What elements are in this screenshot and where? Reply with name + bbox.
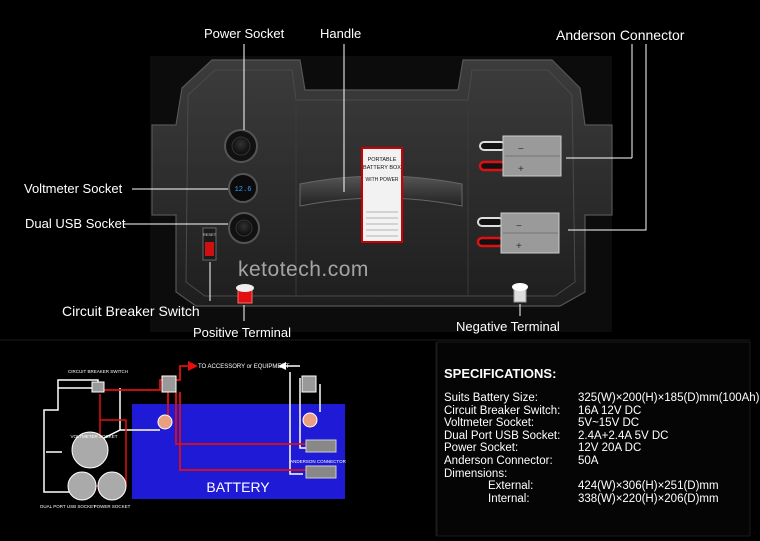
voltmeter-display: 12.6 <box>235 186 252 194</box>
callout-power-socket: Power Socket <box>204 26 285 41</box>
callout-voltmeter-socket: Voltmeter Socket <box>24 181 123 196</box>
spec-row: Suits Battery Size: 325(W)×200(H)×185(D)m… <box>444 392 760 404</box>
power-socket <box>224 129 258 163</box>
diagram-battery-label: BATTERY <box>206 479 270 495</box>
spec-value: 325(W)×200(H)×185(D)mm(100Ah) <box>578 392 760 404</box>
diagram-power-label: POWER SOCKET <box>94 504 131 509</box>
box-label-line2: BATTERY BOX <box>363 165 401 171</box>
diagram-power-socket <box>97 471 127 501</box>
spec-row: Dimensions: <box>444 468 578 480</box>
diagram-breaker <box>91 381 105 393</box>
svg-text:+: + <box>516 241 522 252</box>
specs-panel <box>436 341 751 537</box>
diagram-usb <box>67 471 97 501</box>
spec-value: 5V~15V DC <box>578 417 640 430</box>
diagram-accessory-label: TO ACCESSORY or EQUIPMENT <box>198 364 290 370</box>
spec-label: Voltmeter Socket: <box>444 417 535 430</box>
spec-row: Circuit Breaker Switch: 16A 12V DC <box>444 405 641 417</box>
callout-handle: Handle <box>320 26 362 41</box>
spec-label: Power Socket: <box>444 442 519 455</box>
spec-label: Dimensions: <box>444 467 508 480</box>
diagram-anderson-label: ANDERSON CONNECTOR <box>290 459 346 464</box>
negative-terminal <box>512 283 528 303</box>
diagram-usb-label: DUAL PORT USB SOCKET <box>40 504 96 509</box>
positive-terminal <box>236 284 254 304</box>
diagram-anderson-2 <box>305 465 337 479</box>
spec-value: 2.4A+2.4A 5V DC <box>578 429 669 442</box>
watermark: ketotech.com <box>238 258 369 281</box>
spec-row: Dual Port USB Socket: 2.4A+2.4A 5V DC <box>444 430 668 442</box>
spec-value: 50A <box>578 455 599 467</box>
diagram-breaker-label: CIRCUIT BREAKER SWITCH <box>68 369 128 374</box>
box-label-line3: WITH POWER <box>365 177 398 183</box>
spec-label: External: <box>488 480 534 493</box>
svg-text:−: − <box>516 221 522 232</box>
spec-label: Dual Port USB Socket: <box>444 429 561 442</box>
spec-label: Internal: <box>488 492 530 505</box>
box-label-sticker: PORTABLE BATTERY BOX WITH POWER <box>361 147 403 243</box>
diagram-voltmeter <box>71 431 109 469</box>
box-label-line1: PORTABLE <box>368 157 397 163</box>
anderson-connector-top: − + <box>478 135 562 177</box>
spec-row: Voltmeter Socket: 5V~15V DC <box>444 417 639 429</box>
diagram-voltmeter-label: VOLTMETER SOCKET <box>71 434 118 439</box>
spec-row: External: 424(W)×306(H)×251(D)mm <box>444 480 719 492</box>
callout-dual-usb-socket: Dual USB Socket <box>25 216 126 231</box>
callout-positive-terminal: Positive Terminal <box>193 325 292 340</box>
spec-label: Anderson Connector: <box>444 455 553 467</box>
anderson-connector-bottom: − + <box>476 212 560 254</box>
callout-negative-terminal: Negative Terminal <box>456 319 560 334</box>
breaker-label: RESET <box>203 232 217 237</box>
product-figure: PORTABLE BATTERY BOX WITH POWER 12.6 RES… <box>0 26 760 537</box>
spec-label: Suits Battery Size: <box>444 392 538 404</box>
svg-text:−: − <box>518 144 524 155</box>
svg-text:+: + <box>518 164 524 175</box>
voltmeter-socket: 12.6 <box>228 173 258 203</box>
callout-lines <box>124 44 647 321</box>
circuit-breaker-switch: RESET <box>202 227 217 261</box>
diagram-anderson-1 <box>305 439 337 453</box>
spec-row: Internal: 338(W)×220(H)×206(D)mm <box>444 493 719 505</box>
dual-usb-socket <box>228 212 260 244</box>
spec-label: Circuit Breaker Switch: <box>444 404 561 417</box>
spec-row: Power Socket: 12V 20A DC <box>444 442 641 454</box>
callout-anderson-connector: Anderson Connector <box>556 27 685 43</box>
wiring-diagram: BATTERY CIRCUIT BREAKER SWITCH TO ACCESS… <box>40 361 347 509</box>
spec-value: 424(W)×306(H)×251(D)mm <box>578 480 719 493</box>
spec-value: 16A 12V DC <box>578 404 642 417</box>
specs-title: SPECIFICATIONS: <box>444 366 557 381</box>
figure-svg: PORTABLE BATTERY BOX WITH POWER 12.6 RES… <box>0 44 751 537</box>
spec-value: 338(W)×220(H)×206(D)mm <box>578 492 719 505</box>
callout-circuit-breaker-switch: Circuit Breaker Switch <box>62 303 200 319</box>
spec-row: Anderson Connector: 50A <box>444 455 598 467</box>
spec-value: 12V 20A DC <box>578 442 642 455</box>
